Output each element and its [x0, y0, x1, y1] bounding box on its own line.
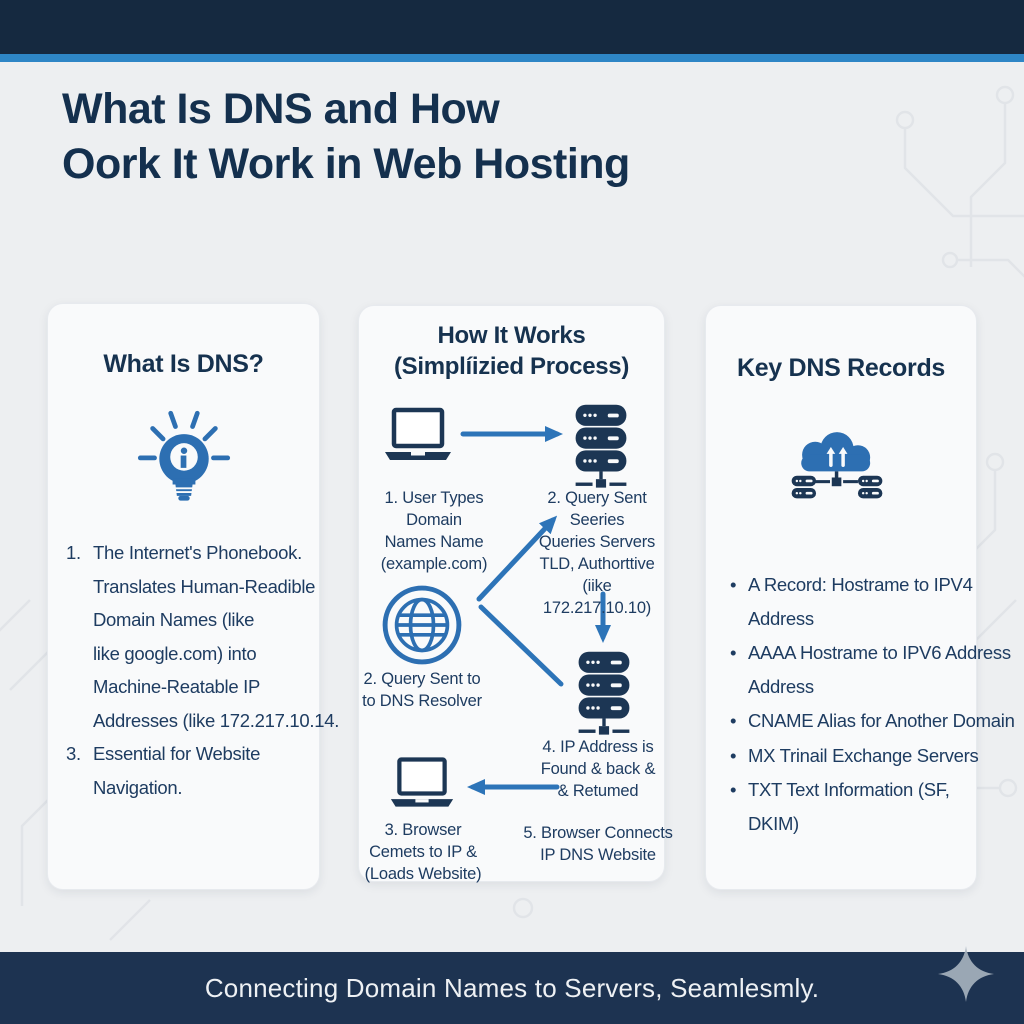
card-what-is-dns: What Is DNS? 1. The Internet's Phonebook… [47, 303, 339, 890]
card-what-title: What Is DNS? [103, 350, 264, 378]
laptop-icon [390, 757, 454, 807]
list-item: • A Record: Hostrame to IPV4 Address [730, 568, 1024, 635]
bullet-marker: • [730, 642, 737, 663]
list-item: 1. The Internet's Phonebook. Translates … [66, 536, 356, 737]
list-text: Essential for Website Navigation. [93, 743, 261, 798]
cloud-dns-network-icon [791, 432, 883, 499]
card-records-title: Key DNS Records [736, 354, 946, 382]
card-how-title: How It Works (Simplíizied Process) [393, 322, 630, 380]
list-marker: 3. [66, 743, 81, 764]
list-marker: 1. [66, 542, 81, 563]
step-2b-label: 2. Query Sent to to DNS Resolver [362, 670, 482, 710]
card-key-dns-records: Key DNS Records [705, 305, 1015, 890]
list-item: • TXT Text Information (SF, DKIM) [730, 773, 1024, 840]
record-text: MX Trinail Exchange Servers [748, 744, 979, 766]
bullet-marker: • [730, 744, 737, 766]
record-text: TXT Text Information (SF, DKIM) [748, 779, 950, 834]
step-2-label: 2. Query Sent Seeries Queries Servers TL… [538, 489, 656, 617]
step-4-label: 4. IP Address is Found & back & & Retume… [540, 738, 656, 800]
globe-icon [382, 585, 462, 665]
bullet-marker: • [730, 574, 737, 595]
list-item: • MX Trinail Exchange Servers [730, 739, 1024, 773]
step-3-label: 3. Browser Cemets to IP & (Loads Website… [364, 821, 482, 883]
dns-records-list: • A Record: Hostrame to IPV4 Address • A… [730, 568, 1024, 841]
list-text: The Internet's Phonebook. Translates Hum… [93, 542, 340, 731]
dns-server-icon [575, 404, 627, 488]
footer-tagline: Connecting Domain Names to Servers, Seam… [204, 973, 820, 1003]
accent-strip [0, 54, 1024, 62]
record-text: CNAME Alias for Another Domain [748, 710, 1015, 731]
list-item: 3. Essential for Website Navigation. [66, 737, 356, 804]
record-text: AAAA Hostrame to IPV6 Address Address [748, 642, 1011, 697]
bullet-marker: • [730, 710, 737, 731]
lightbulb-info-icon [137, 410, 230, 501]
laptop-icon [385, 407, 451, 460]
top-banner [0, 0, 1024, 54]
dns-server-icon [578, 651, 630, 735]
card-how-it-works: How It Works (Simplíizied Process) [358, 305, 673, 883]
footer-banner: Connecting Domain Names to Servers, Seam… [0, 952, 1024, 1024]
sparkle-icon [938, 946, 994, 1002]
step-1-label: 1. User Types Domain Names Name (example… [380, 489, 488, 573]
page-title: What Is DNS and How Oork It Work in Web … [62, 85, 630, 188]
bullet-marker: • [730, 779, 737, 800]
list-item: • AAAA Hostrame to IPV6 Address Address [730, 636, 1024, 703]
list-item: • CNAME Alias for Another Domain [730, 704, 1024, 738]
record-text: A Record: Hostrame to IPV4 Address [748, 574, 973, 629]
step-5-label: 5. Browser Connects IP DNS Website [523, 824, 673, 864]
what-is-dns-list: 1. The Internet's Phonebook. Translates … [66, 536, 356, 804]
